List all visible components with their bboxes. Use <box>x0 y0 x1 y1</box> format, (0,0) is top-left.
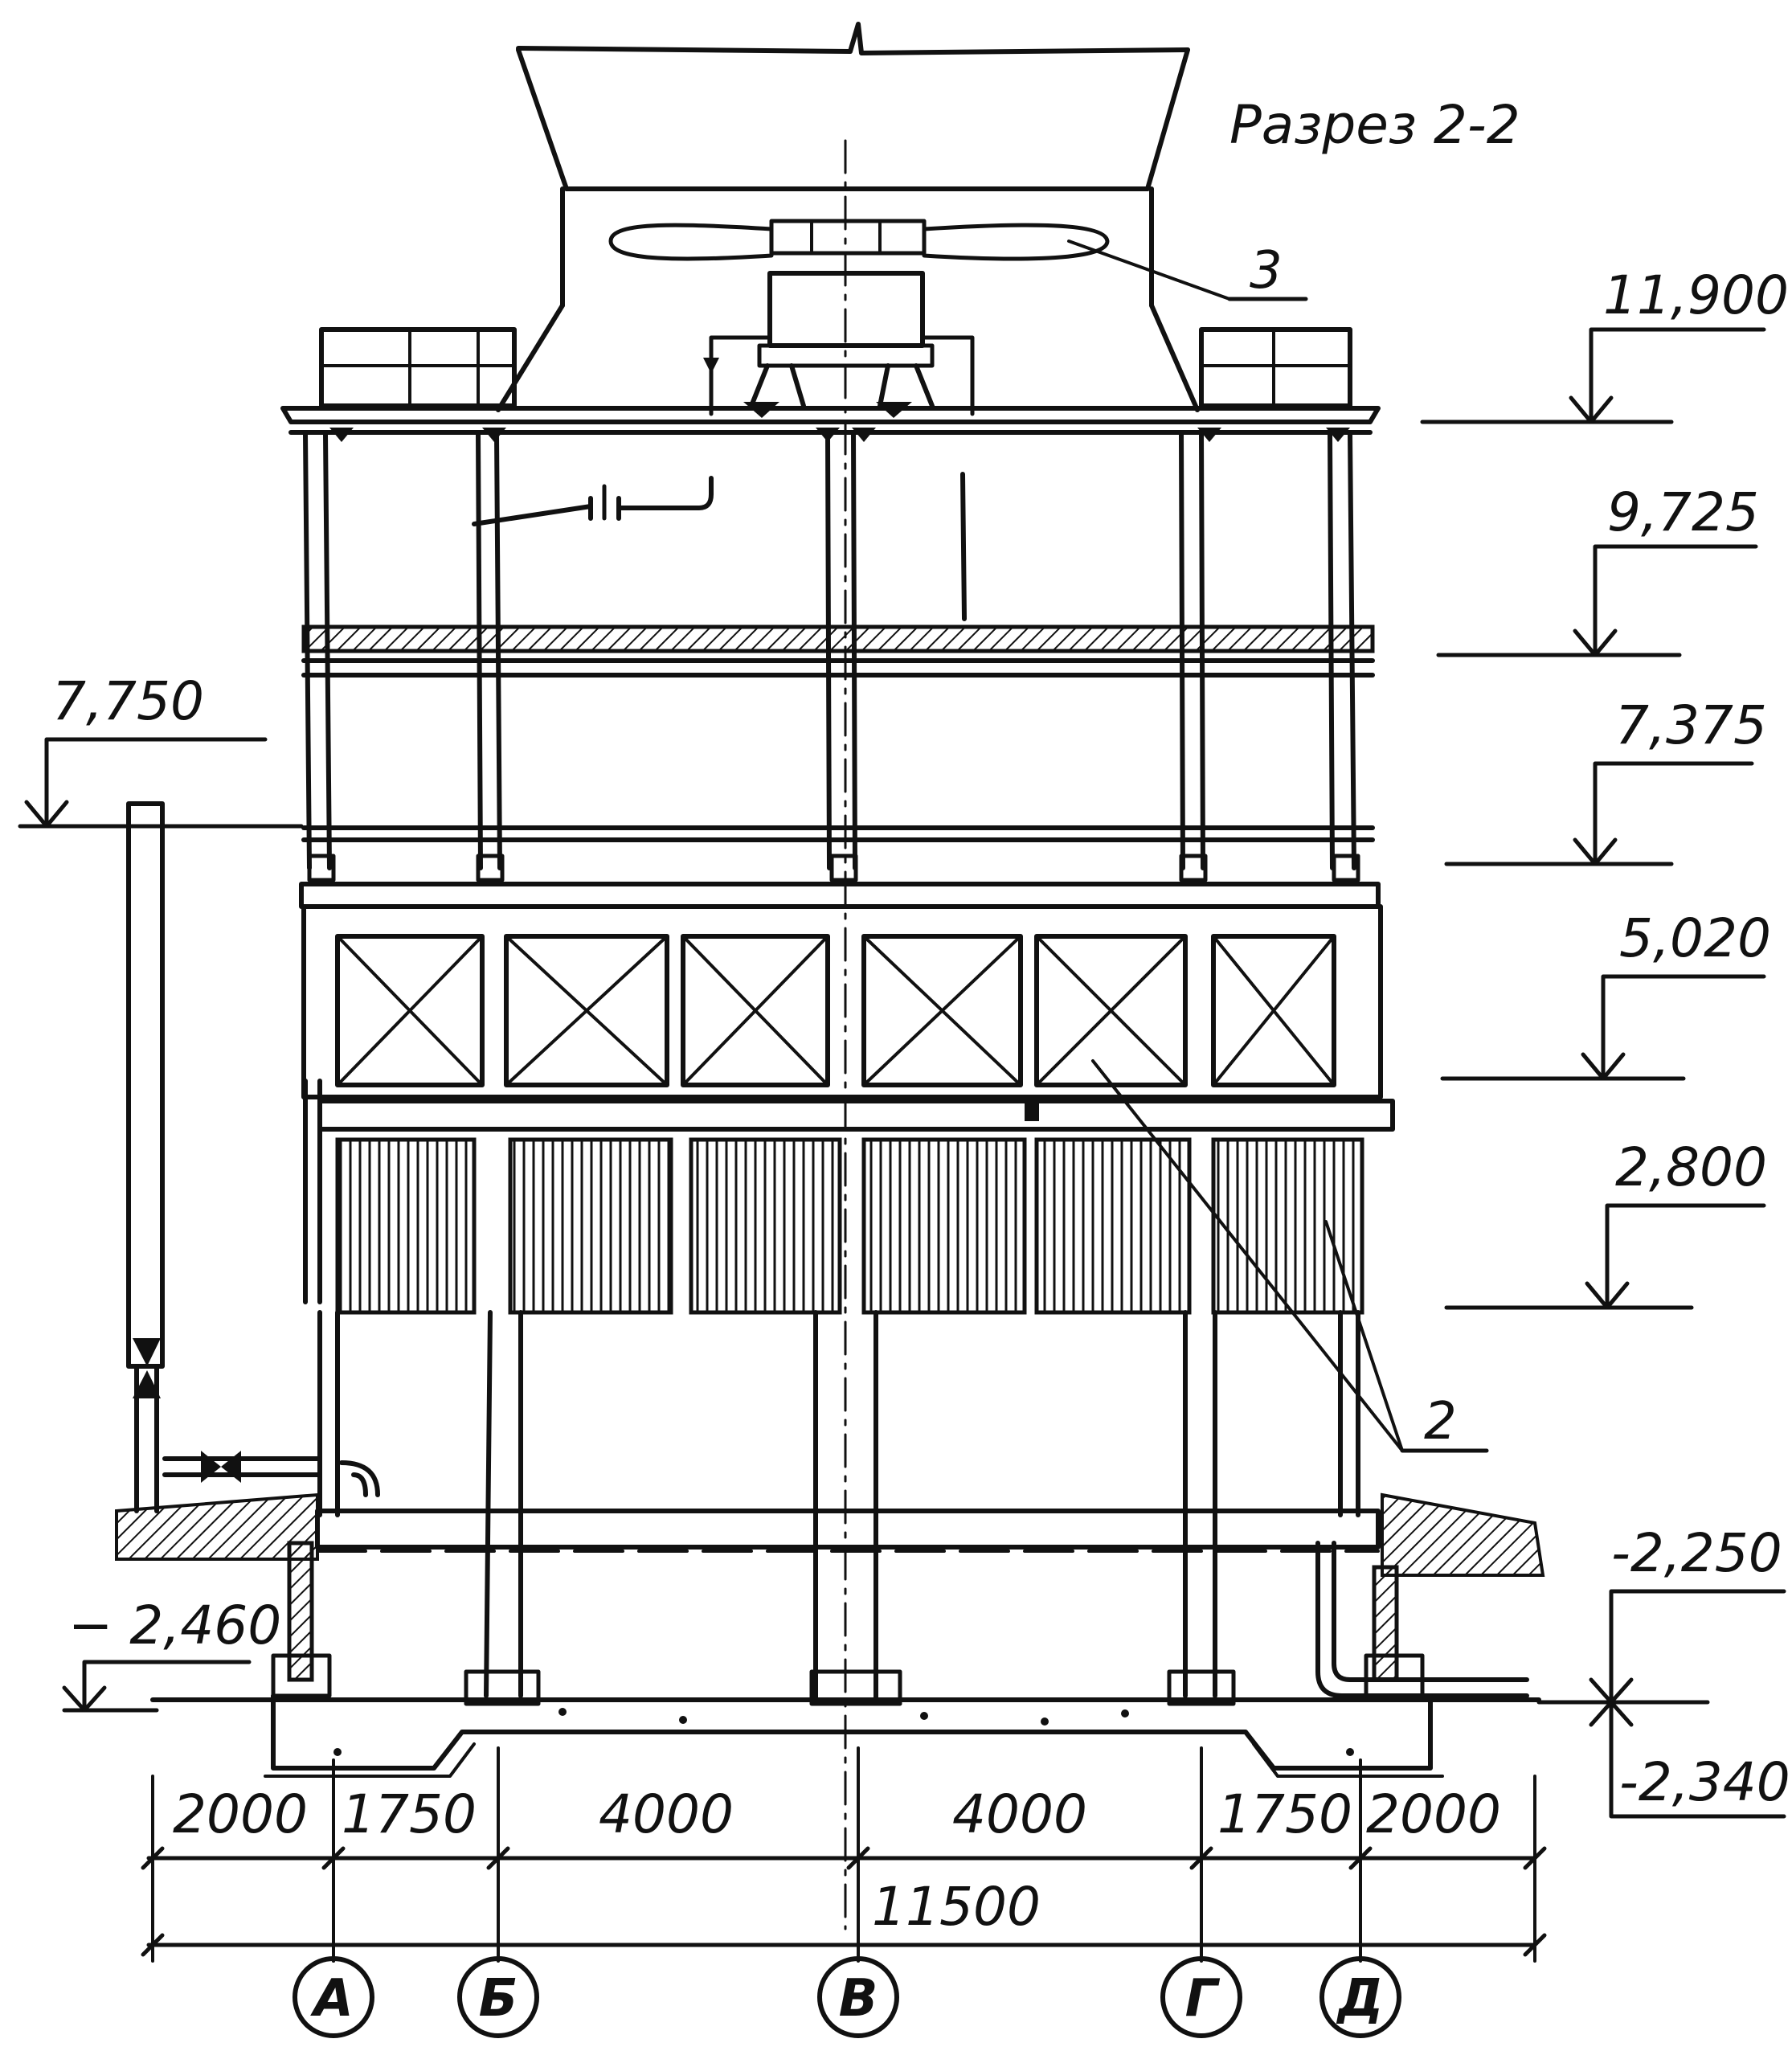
elevation-label-5020: 5,020 <box>1619 907 1771 969</box>
axis-label-a: А <box>309 1969 354 2029</box>
elevation-label-11900: 11,900 <box>1603 264 1789 326</box>
elevation-marker-9725: 9,725 <box>1436 481 1759 657</box>
callout-label-3: 3 <box>1250 241 1283 301</box>
dimension-chain-total: 11500 <box>141 1876 1547 1957</box>
axis-label-g: Г <box>1185 1969 1221 2029</box>
dimension-d1: 2000 <box>173 1783 308 1845</box>
frame-band-7375 <box>299 825 1381 909</box>
basin-rim <box>315 1509 1381 1553</box>
water-supply-pipe <box>472 476 714 526</box>
roof-blocks-left <box>319 327 517 408</box>
elevation-marker-5020: 5,020 <box>1440 907 1771 1081</box>
axis-bubbles: А Б В Г Д <box>293 1956 1401 2038</box>
callout-3: 3 <box>1067 239 1308 301</box>
dimension-d3: 4000 <box>599 1783 734 1845</box>
supply-standpipe <box>126 801 380 1513</box>
air-inlet-louvers <box>303 1079 1364 1315</box>
axis-label-b: Б <box>479 1969 518 2029</box>
dimension-chain-upper: 2000 1750 4000 4000 1750 2000 <box>141 1746 1547 1963</box>
beam-5020 <box>317 1099 1395 1132</box>
elevation-label-minus-2340: -2,340 <box>1619 1751 1790 1813</box>
dimension-d6: 2000 <box>1366 1783 1501 1845</box>
elevation-marker-minus-2250-2340: -2,250 -2,340 <box>1536 1522 1790 1819</box>
axis-label-d: Д <box>1336 1969 1384 2029</box>
elevation-marker-7375: 7,375 <box>1444 694 1767 866</box>
elevation-label-minus-2460: − 2,460 <box>68 1595 281 1656</box>
elevation-marker-7750: 7,750 <box>18 670 304 829</box>
frame-columns-lower <box>317 1310 1360 1706</box>
section-title: Разрез 2-2 <box>1229 94 1520 156</box>
axis-bubble-d <box>1319 1956 1401 2038</box>
dimension-d2: 1750 <box>342 1783 477 1845</box>
callout-label-2: 2 <box>1424 1392 1457 1451</box>
elevation-label-7375: 7,375 <box>1615 694 1767 756</box>
elevation-label-7750: 7,750 <box>52 670 204 732</box>
elevation-label-minus-2250: -2,250 <box>1611 1522 1782 1584</box>
dimension-d4: 4000 <box>952 1783 1087 1845</box>
cooling-sections <box>301 904 1383 1121</box>
dimension-d5: 1750 <box>1217 1783 1352 1845</box>
water-distribution-band <box>301 624 1375 678</box>
foundation-slab <box>150 1653 1541 1778</box>
axis-bubble-g <box>1160 1956 1242 2038</box>
roof-blocks-right <box>1199 327 1352 408</box>
axis-label-v: В <box>839 1969 878 2029</box>
fan-diffuser <box>496 22 1200 412</box>
elevation-marker-minus-2460: − 2,460 <box>62 1595 281 1713</box>
elevation-label-2800: 2,800 <box>1615 1136 1767 1198</box>
elevation-label-9725: 9,725 <box>1607 481 1759 543</box>
fan-blades <box>608 219 1110 261</box>
dimension-total: 11500 <box>872 1876 1041 1938</box>
axis-bubble-v <box>817 1956 899 2038</box>
top-deck <box>280 406 1381 442</box>
ground-right <box>1372 1492 1545 1682</box>
callout-2: 2 <box>1091 1059 1489 1453</box>
drain-pipe <box>1315 1541 1529 1698</box>
elevation-marker-11900: 11,900 <box>1420 264 1789 424</box>
fan-motor <box>703 271 975 418</box>
elevation-marker-2800: 2,800 <box>1444 1136 1767 1310</box>
axis-bubble-b <box>457 1956 539 2038</box>
